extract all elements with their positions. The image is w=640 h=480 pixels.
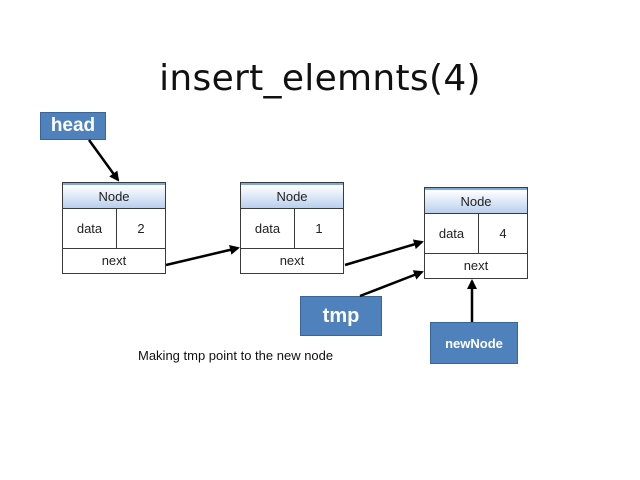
diagram-title: insert_elemnts(4) bbox=[159, 58, 481, 99]
node-data-row: data 2 bbox=[63, 209, 165, 249]
node-data-value: 4 bbox=[499, 226, 507, 241]
list-node-1: Node data 2 next bbox=[62, 182, 166, 274]
node2-to-node3-arrow bbox=[344, 239, 424, 267]
head-pointer: head bbox=[40, 112, 106, 140]
head-to-node1-arrow bbox=[87, 139, 120, 182]
node-header: Node bbox=[63, 183, 165, 209]
node-header: Node bbox=[425, 188, 527, 214]
node-data-row: data 4 bbox=[425, 214, 527, 254]
node-data-row: data 1 bbox=[241, 209, 343, 249]
node-data-label: data bbox=[63, 209, 117, 248]
node-data-value: 1 bbox=[315, 221, 323, 236]
node-header: Node bbox=[241, 183, 343, 209]
node-next-field: next bbox=[101, 253, 127, 268]
node-data-label: data bbox=[241, 209, 295, 248]
tmp-to-node3-arrow bbox=[359, 270, 424, 298]
node-data-label: data bbox=[425, 214, 479, 253]
new-node-pointer: newNode bbox=[430, 322, 518, 364]
node-data-value: 2 bbox=[137, 221, 145, 236]
tmp-pointer: tmp bbox=[300, 296, 382, 336]
node-next-field: next bbox=[279, 253, 305, 268]
caption-text: Making tmp point to the new node bbox=[138, 348, 334, 363]
node1-to-node2-arrow bbox=[165, 244, 240, 267]
node-next-field: next bbox=[463, 258, 489, 273]
list-node-2: Node data 1 next bbox=[240, 182, 344, 274]
list-node-3: Node data 4 next bbox=[424, 187, 528, 279]
